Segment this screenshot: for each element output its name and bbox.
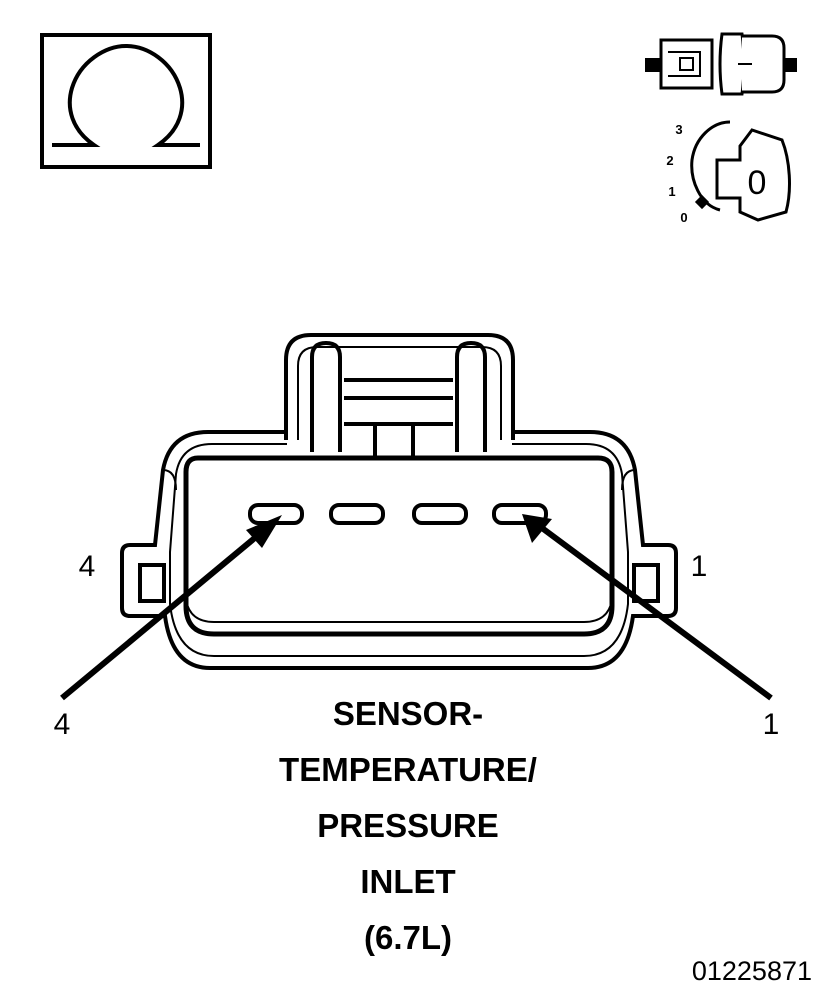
connector-face: [120, 333, 678, 670]
disconnected-connector-icon: [645, 32, 797, 96]
cavity-2: [412, 503, 468, 525]
ignition-switch-icon: 0 3 2 1 0: [666, 120, 791, 225]
callout-arrow-pin-4: [60, 515, 282, 701]
callout-label-4: 4: [54, 708, 71, 741]
ignition-position-3: 3: [675, 122, 682, 137]
key-position-label: 0: [748, 164, 767, 202]
caption-line-2: TEMPERATURE/: [279, 751, 537, 788]
caption-line-3: PRESSURE: [317, 807, 499, 844]
ohmmeter-icon: [40, 33, 212, 169]
terminal-cavities: [248, 503, 548, 525]
callout-label-1: 1: [763, 708, 780, 741]
ignition-position-2: 2: [666, 153, 673, 168]
side-pin-label-1: 1: [691, 550, 708, 583]
cavity-3: [329, 503, 385, 525]
ignition-position-0: 0: [680, 210, 687, 225]
caption-line-4: INLET: [360, 863, 455, 900]
side-pin-label-4: 4: [79, 550, 96, 583]
figure-id: 01225871: [692, 956, 812, 986]
caption-line-5: (6.7L): [364, 919, 452, 956]
callout-arrow-pin-1: [522, 514, 773, 701]
ignition-position-1: 1: [668, 184, 675, 199]
caption-line-1: SENSOR-: [333, 695, 483, 732]
connector-caption: SENSOR- TEMPERATURE/ PRESSURE INLET (6.7…: [279, 695, 537, 956]
